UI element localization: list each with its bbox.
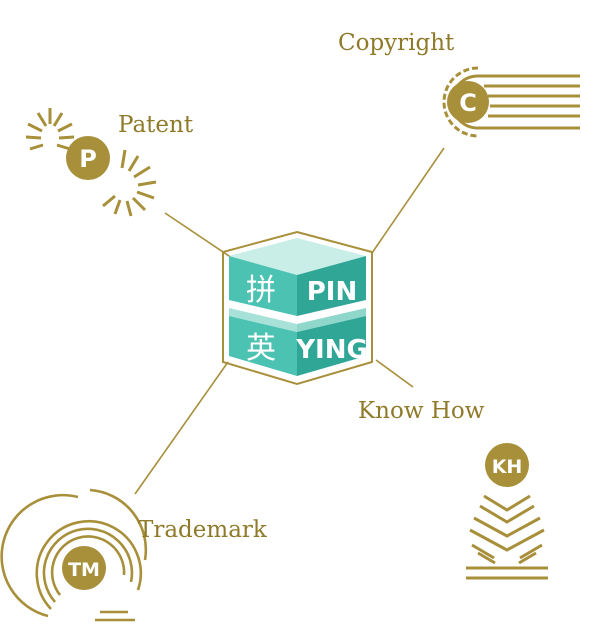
knowhow-badge: [485, 443, 529, 487]
connectors: [134, 147, 445, 495]
connector-patent: [164, 212, 233, 259]
cube-mid-bevel: [229, 308, 297, 332]
patent-badge-text: P: [79, 145, 97, 173]
copyright-node: C Copyright: [338, 30, 580, 138]
knowhow-node: KH Know How: [358, 398, 548, 580]
cube-en-top: PIN: [307, 277, 358, 307]
cube-cn-top: 拼: [246, 273, 276, 308]
patent-sunburst-icon: [25, 108, 157, 217]
trademark-label: Trademark: [138, 517, 268, 543]
pinying-cube: 拼 英 PIN YING: [222, 230, 373, 386]
trademark-badge-text: TM: [68, 559, 100, 581]
copyright-arc-lines-icon: [442, 66, 580, 138]
knowhow-badge-text: KH: [492, 456, 523, 478]
cube-hexagon-outline: [222, 230, 373, 386]
cube-left-face-upper: [229, 256, 297, 316]
cube-mid-bevel-right: [297, 308, 366, 332]
cube-top-face: [229, 238, 366, 275]
connector-copyright: [371, 147, 445, 254]
copyright-label: Copyright: [338, 30, 455, 56]
patent-badge: [66, 136, 110, 180]
cube-right-face-lower: [297, 316, 366, 376]
trademark-fingerprint-icon: [0, 488, 148, 622]
knowhow-label: Know How: [358, 398, 485, 424]
connector-trademark: [134, 361, 229, 495]
knowhow-chevron-stack-icon: [466, 494, 548, 580]
cube-left-face-lower: [229, 316, 297, 376]
cube-right-face-upper: [297, 256, 366, 316]
patent-node: P Patent: [25, 108, 194, 217]
patent-label: Patent: [118, 112, 194, 138]
cube-cn-bottom: 英: [246, 331, 276, 366]
trademark-badge: [62, 546, 106, 590]
copyright-badge: [447, 81, 489, 123]
cube-en-bottom: YING: [295, 335, 368, 365]
trademark-node: TM Trademark: [0, 488, 268, 622]
connector-knowhow: [375, 359, 414, 388]
copyright-badge-text: C: [459, 89, 477, 117]
